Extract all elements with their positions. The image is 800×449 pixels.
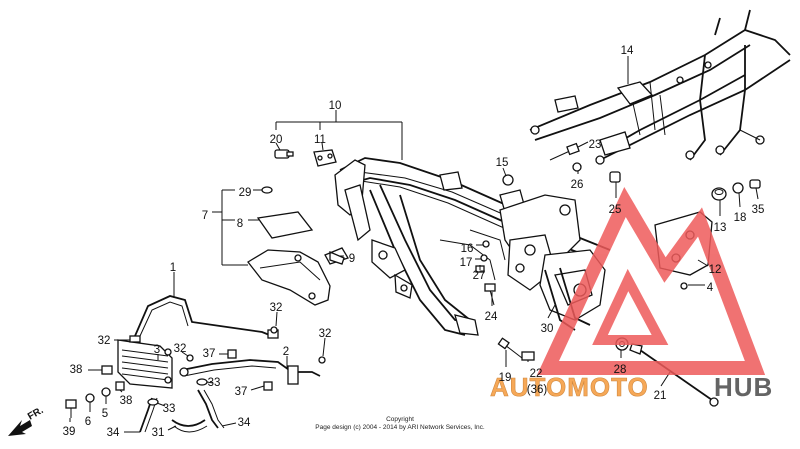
grommet-29[interactable] <box>261 186 273 194</box>
callout-c32b[interactable]: 32 <box>174 343 187 355</box>
callout-c14[interactable]: 14 <box>621 45 634 57</box>
bolt-38a[interactable] <box>101 365 113 375</box>
callout-c2[interactable]: 2 <box>283 346 289 358</box>
callout-c29[interactable]: 29 <box>239 187 252 199</box>
callout-c21[interactable]: 21 <box>654 390 667 402</box>
collar-4[interactable] <box>680 282 688 290</box>
callout-c39[interactable]: 39 <box>63 426 76 438</box>
callout-c24[interactable]: 24 <box>485 311 498 323</box>
front-direction-arrow-icon <box>8 420 32 436</box>
hose-31[interactable] <box>171 419 208 433</box>
callout-c33a[interactable]: 33 <box>163 403 176 415</box>
automotohub-watermark-logo: AUTOMOTO HUB <box>490 186 773 402</box>
bolt-15[interactable] <box>502 174 514 186</box>
callout-numbers: 1234567891011121314151617181920212223242… <box>63 45 765 439</box>
washer-32d[interactable] <box>318 356 326 364</box>
callout-c37b[interactable]: 37 <box>235 386 248 398</box>
callout-c7[interactable]: 7 <box>202 210 208 222</box>
callout-c12[interactable]: 12 <box>709 264 722 276</box>
bolt-9[interactable] <box>329 251 345 265</box>
callout-c23[interactable]: 23 <box>589 139 602 151</box>
collar-13[interactable] <box>711 187 727 201</box>
callout-c13[interactable]: 13 <box>714 222 727 234</box>
washer-17[interactable] <box>480 254 488 262</box>
logo-text-part2: HUB <box>714 372 773 402</box>
callout-c11[interactable]: 11 <box>314 134 326 146</box>
callout-c6[interactable]: 6 <box>85 416 91 428</box>
callout-c18[interactable]: 18 <box>734 212 747 224</box>
copyright-notice: Page design (c) 2004 - 2014 by ARI Netwo… <box>315 424 485 431</box>
callout-c9[interactable]: 9 <box>349 253 355 265</box>
rear-subframe[interactable] <box>529 9 791 165</box>
callout-c37a[interactable]: 37 <box>203 348 216 360</box>
washer-32b[interactable] <box>186 354 194 362</box>
callout-c33b[interactable]: 33 <box>208 377 221 389</box>
bolt-35[interactable] <box>749 179 761 189</box>
bolt-39[interactable] <box>65 399 77 418</box>
callout-c26[interactable]: 26 <box>571 179 584 191</box>
callout-c1[interactable]: 1 <box>170 262 176 274</box>
bolt-22[interactable] <box>521 351 535 361</box>
callout-c5[interactable]: 5 <box>102 408 108 420</box>
washer-6[interactable] <box>85 393 95 403</box>
bolt-20[interactable] <box>274 149 294 159</box>
clamp-33a[interactable] <box>147 398 159 406</box>
callout-c10[interactable]: 10 <box>329 100 342 112</box>
callout-c4[interactable]: 4 <box>707 282 714 294</box>
bracket-11[interactable] <box>313 149 337 167</box>
callout-c34a[interactable]: 34 <box>107 427 120 439</box>
oil-hose-2[interactable] <box>179 359 321 385</box>
callout-c38b[interactable]: 38 <box>120 395 133 407</box>
callout-c17[interactable]: 17 <box>460 257 473 269</box>
callout-c3[interactable]: 3 <box>154 344 160 356</box>
bolt-24[interactable] <box>484 283 496 306</box>
bolt-38b[interactable] <box>115 381 125 391</box>
callout-c25[interactable]: 25 <box>609 204 622 216</box>
callout-c31[interactable]: 31 <box>152 427 165 439</box>
callout-c8[interactable]: 8 <box>237 218 243 230</box>
callout-c27[interactable]: 27 <box>473 270 486 282</box>
logo-text-part1: AUTOMOTO <box>490 372 649 402</box>
callout-c32d[interactable]: 32 <box>319 328 332 340</box>
callout-c36[interactable]: (36) <box>527 384 548 396</box>
callout-c30[interactable]: 30 <box>541 323 554 335</box>
washer-16[interactable] <box>482 240 490 248</box>
copyright-title: Copyright <box>386 416 414 423</box>
callout-c16[interactable]: 16 <box>461 243 474 255</box>
bolt-37a[interactable] <box>227 349 237 359</box>
callout-c28[interactable]: 28 <box>614 364 627 376</box>
front-direction-label: FR. <box>26 405 46 423</box>
nut-25[interactable] <box>609 171 621 183</box>
washer-18[interactable] <box>732 182 744 194</box>
callout-c22[interactable]: 22 <box>530 368 543 380</box>
callout-c38a[interactable]: 38 <box>70 364 83 376</box>
clamp-33b[interactable] <box>196 378 208 386</box>
washer-32c[interactable] <box>270 326 278 334</box>
callout-c32a[interactable]: 32 <box>98 335 111 347</box>
callout-c15[interactable]: 15 <box>496 157 509 169</box>
callout-c32c[interactable]: 32 <box>270 302 283 314</box>
oil-cooler-3[interactable] <box>117 335 173 389</box>
pad-8[interactable] <box>256 211 314 239</box>
callout-c20[interactable]: 20 <box>270 134 283 146</box>
oil-pipe-1[interactable] <box>134 295 279 339</box>
bolt-37b[interactable] <box>263 381 273 391</box>
grommet-5[interactable] <box>101 387 111 397</box>
bolt-19[interactable] <box>497 337 523 359</box>
leader-lines <box>69 56 759 433</box>
callout-c19[interactable]: 19 <box>499 372 512 384</box>
callout-c34b[interactable]: 34 <box>238 417 251 429</box>
bolt-23[interactable] <box>549 142 580 161</box>
callout-c35[interactable]: 35 <box>752 204 765 216</box>
hose-34b[interactable] <box>197 389 225 429</box>
nut-26[interactable] <box>572 162 582 172</box>
